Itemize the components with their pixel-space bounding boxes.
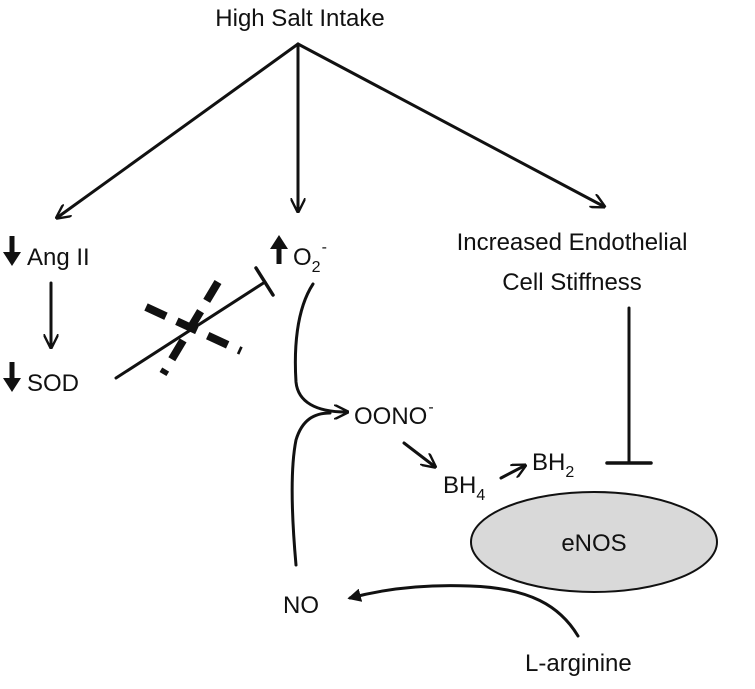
bh2-subscript: 2 <box>565 464 574 481</box>
node-superoxide: O2- <box>270 235 327 276</box>
bh2-base: BH <box>532 449 565 476</box>
edge-bh4-to-bh2 <box>499 466 524 480</box>
node-nitric-oxide: NO <box>283 592 319 619</box>
superoxide-base: O <box>293 244 312 271</box>
edge-salt-to-ang-ii <box>58 42 300 217</box>
edge-superoxide-to-peroxynitrite <box>293 282 346 412</box>
ang-ii-label: Ang II <box>27 244 90 271</box>
node-high-salt-intake: High Salt Intake <box>215 5 384 32</box>
peroxynitrite-base: OONO <box>354 403 427 430</box>
node-sod: SOD <box>3 362 79 397</box>
edge-salt-to-endothelial-stiffness <box>296 42 603 206</box>
node-endothelial-stiffness-line1: Increased Endothelial <box>457 229 688 256</box>
node-l-arginine: L-arginine <box>525 650 632 677</box>
bh4-subscript: 4 <box>476 487 485 504</box>
superoxide-subscript: 2 <box>312 259 321 276</box>
sod-label: SOD <box>27 370 79 397</box>
node-peroxynitrite: OONO- <box>354 399 434 430</box>
superoxide-superscript: - <box>322 239 327 256</box>
node-bh4: BH4 <box>443 472 485 504</box>
inhibition-bar-superoxide <box>254 266 275 297</box>
node-endothelial-stiffness-line2: Cell Stiffness <box>502 269 642 296</box>
bh4-base: BH <box>443 472 476 499</box>
node-bh2: BH2 <box>532 449 574 481</box>
enos-label: eNOS <box>561 530 626 557</box>
enos-ellipse <box>470 491 718 593</box>
down-arrow-icon <box>3 236 21 266</box>
superoxide-label: O2- <box>293 239 327 276</box>
node-ang-ii: Ang II <box>3 236 90 271</box>
edge-l-arginine-to-no <box>347 584 580 638</box>
edge-peroxynitrite-to-bh4 <box>402 441 434 466</box>
up-arrow-icon <box>270 235 288 264</box>
peroxynitrite-superscript: - <box>428 399 433 416</box>
down-arrow-icon <box>3 362 21 392</box>
node-enos: eNOS <box>470 491 718 593</box>
blocked-cross-icon <box>144 279 243 377</box>
edge-no-to-peroxynitrite <box>290 411 332 567</box>
